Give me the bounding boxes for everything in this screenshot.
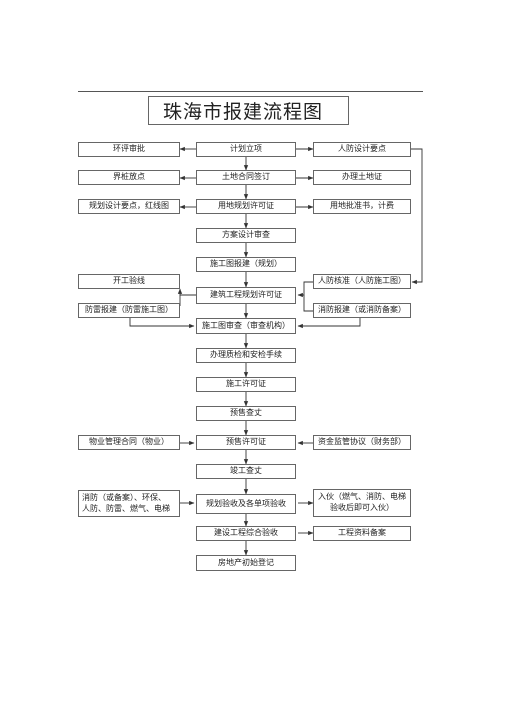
diagram-title: 珠海市报建流程图 [148,96,349,125]
arrow-civildef-to-permit [297,281,313,298]
node-scheme-review: 方案设计审查 [196,228,296,243]
node-layout-check: 开工验线 [78,274,180,289]
arrow-civildef-loop [411,148,423,285]
node-eia-approval: 环评审批 [78,142,180,157]
node-move-in: 入伙（燃气、消防、电梯 验收后即可入伙） [313,489,411,517]
node-construction-permit: 施工许可证 [196,377,296,392]
node-presale-permit: 预售许可证 [196,435,296,450]
node-drawing-filing: 施工图报建（规划） [196,257,296,272]
node-escrow-agreement: 资金监管协议（财务部） [313,435,411,450]
node-lightning-filing: 防雷报建（防雷施工图） [78,303,180,318]
arrow-fire-to-permit [303,295,313,312]
node-civil-defense-points: 人防设计要点 [313,142,411,157]
node-special-acceptances: 消防（或备案）、环保、 人防、防雷、燃气、电梯 [78,490,180,517]
arrow-permit-to-layout [177,288,196,296]
arrow-lightning-to-review [129,318,195,329]
node-plan-approval: 计划立项 [196,142,296,157]
node-boundary-stake: 界桩放点 [78,170,180,185]
node-drawing-review: 施工图审查（审查机构） [196,318,296,334]
node-project-archive: 工程资料备案 [313,526,411,541]
node-initial-registration: 房地产初始登记 [196,555,296,571]
node-presale-survey: 预售查丈 [196,406,296,421]
node-construction-planning-permit: 建筑工程规划许可证 [196,287,296,304]
node-property-contract: 物业管理合同（物业） [78,435,180,450]
node-planning-points-redline: 规划设计要点，红线图 [78,199,180,214]
arrow-fire-to-review [297,318,361,329]
node-land-use-permit: 用地规划许可证 [196,199,296,214]
header-rule [78,91,423,92]
node-comprehensive-acceptance: 建设工程综合验收 [196,526,296,541]
node-civil-defense-approval: 人防核准（人防施工图） [313,274,411,289]
node-land-approval-fee: 用地批准书，计费 [313,199,411,214]
node-quality-safety: 办理质检和安检手续 [196,348,296,363]
node-land-contract: 土地合同签订 [196,170,296,185]
node-fire-filing: 消防报建（或消防备案） [313,303,411,318]
node-completion-survey: 竣工查丈 [196,464,296,479]
node-planning-acceptance: 规划验收及各单项验收 [196,494,296,514]
node-land-certificate: 办理土地证 [313,170,411,185]
